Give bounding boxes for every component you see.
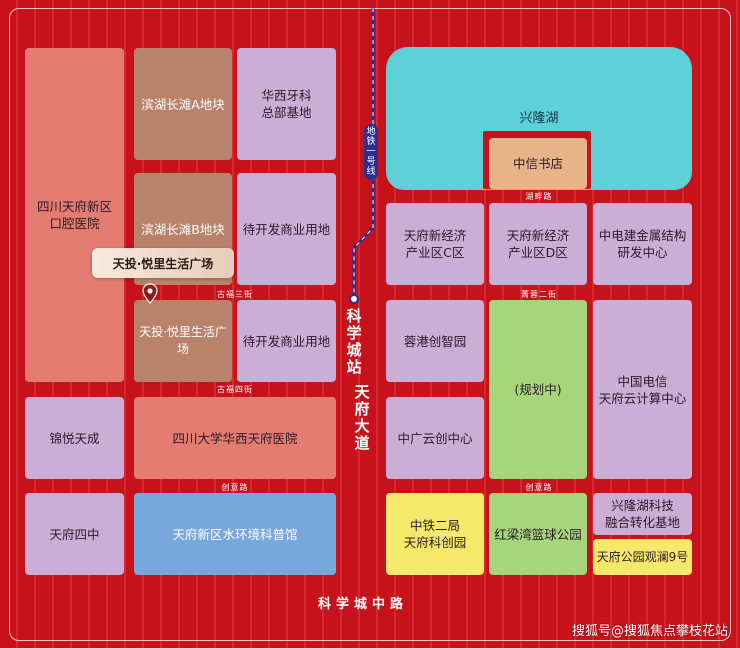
block-hongliang-basketball[interactable]: 红梁湾篮球公园: [489, 493, 587, 575]
road-chuangyi-left: 创意路: [221, 483, 249, 492]
road-kexuecheng-middle: 科学城中路: [317, 597, 409, 612]
road-gufu-3rd-street: 古福三街: [217, 290, 253, 299]
block-china-telecom-cloud[interactable]: 中国电信 天府云计算中心: [593, 300, 692, 479]
block-huaxi-tianfu-hospital[interactable]: 四川大学华西天府医院: [134, 397, 336, 479]
block-binhu-a[interactable]: 滨湖长滩A地块: [134, 48, 232, 160]
plaza-callout: 天投·悦里生活广场: [92, 248, 234, 278]
block-water-museum[interactable]: 天府新区水环境科普馆: [134, 493, 336, 575]
block-ronggang[interactable]: 蓉港创智园: [386, 300, 484, 382]
block-zone-d[interactable]: 天府新经济 产业区D区: [489, 203, 587, 285]
block-yueli-plaza[interactable]: 天投·悦里生活广场: [134, 300, 232, 382]
map-frame: [9, 8, 731, 641]
block-zone-c[interactable]: 天府新经济 产业区C区: [386, 203, 484, 285]
block-crec-research[interactable]: 中电建金属结构 研发中心: [593, 203, 692, 285]
metro-station-dot[interactable]: [349, 294, 359, 304]
block-kouqiang-hospital[interactable]: 四川天府新区 口腔医院: [25, 48, 124, 382]
block-crec2-park[interactable]: 中铁二局 天府科创园: [386, 493, 484, 575]
road-gufu-4th-street: 古福四街: [217, 385, 253, 394]
block-huaxi-dental[interactable]: 华西牙科 总部基地: [237, 48, 336, 160]
block-tianfu-no4-school[interactable]: 天府四中: [25, 493, 124, 575]
block-xinglong-tech[interactable]: 兴隆湖科技 融合转化基地: [593, 493, 692, 535]
road-tianfu-avenue: 天府大道: [354, 383, 370, 452]
road-hupan: 湖畔路: [525, 192, 553, 201]
road-chuangyi-right: 创意路: [525, 483, 553, 492]
block-zhongguang[interactable]: 中广云创中心: [386, 397, 484, 479]
block-tianfu-park-no9[interactable]: 天府公园观澜9号: [593, 539, 692, 575]
road-qingrong-2nd-street: 菁蓉二街: [521, 290, 557, 299]
block-jinyue[interactable]: 锦悦天成: [25, 397, 124, 479]
block-commercial-land-2[interactable]: 待开发商业用地: [237, 300, 336, 382]
metro-line-1: [352, 8, 375, 298]
metro-station-name: 科学城站: [346, 307, 362, 376]
block-commercial-land-1[interactable]: 待开发商业用地: [237, 173, 336, 285]
metro-line-label: 地铁一号线: [364, 124, 378, 180]
location-pin-icon: [142, 283, 158, 304]
block-planned[interactable]: (规划中): [489, 300, 587, 479]
block-citic-books[interactable]: 中信书店: [489, 138, 587, 189]
watermark: 搜狐号@搜狐焦点攀枝花站: [571, 624, 728, 639]
